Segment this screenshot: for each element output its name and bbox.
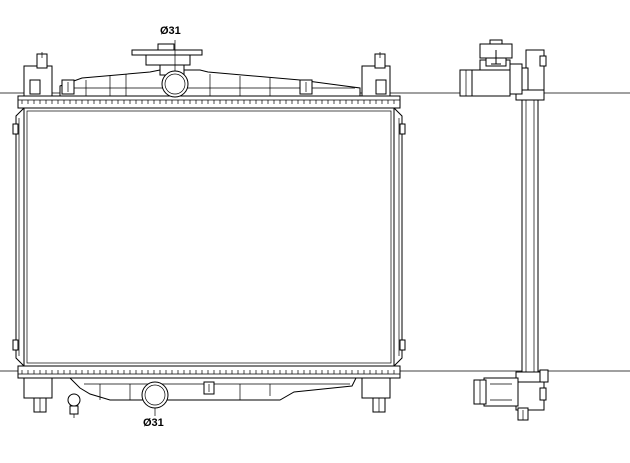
bottom-left-mount: [23, 377, 53, 413]
side-bottom-outlet-pipe: [473, 377, 519, 407]
left-side-bracket: [15, 107, 25, 367]
radiator-core-inner: [26, 110, 392, 364]
bottom-outlet-circle: [141, 381, 169, 409]
top-outlet-circle: [161, 70, 189, 98]
radiator-side-view: [459, 39, 549, 421]
radiator-core: [23, 107, 395, 367]
drain-plug: [67, 393, 81, 418]
radiator-front-view: Ø31 Ø31: [12, 25, 406, 429]
top-outlet-dimension-label: Ø31: [160, 25, 181, 37]
side-bottom-tank: [515, 369, 549, 421]
bottom-header-plate: [17, 365, 401, 379]
right-side-bracket: [393, 107, 403, 367]
top-right-mount: [299, 52, 391, 97]
filler-cap: [131, 43, 203, 76]
side-top-tank: [515, 49, 547, 101]
top-left-mount: [23, 52, 75, 97]
side-filler-cap: [479, 39, 513, 67]
bottom-outlet-dimension-label: Ø31: [143, 417, 164, 429]
bottom-right-mount: [361, 377, 391, 413]
top-header-plate: [17, 95, 401, 109]
side-core: [521, 99, 539, 373]
